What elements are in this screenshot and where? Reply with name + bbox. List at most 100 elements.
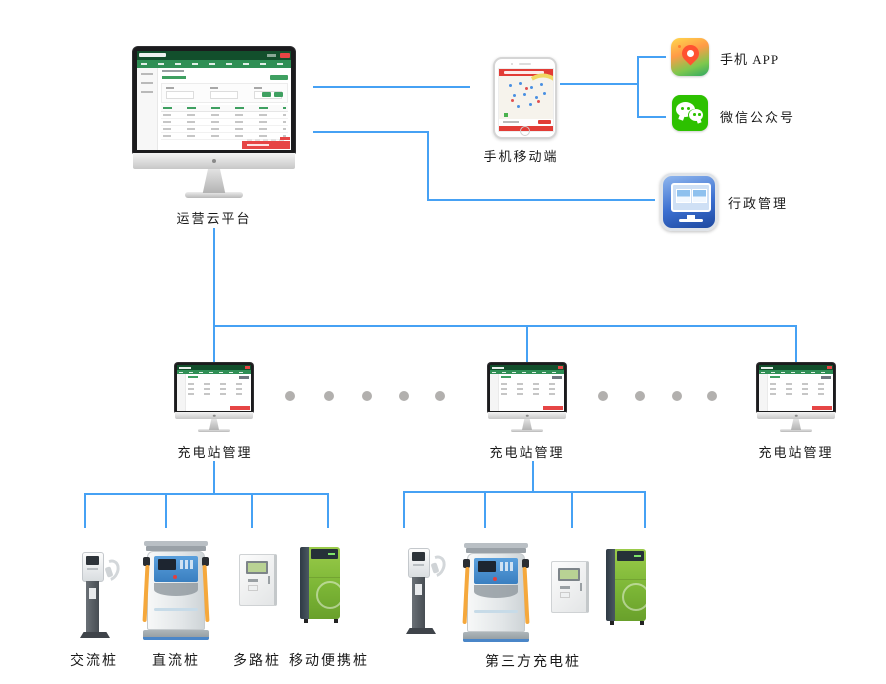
map-pin-app-icon xyxy=(671,38,709,76)
phone-action-button xyxy=(538,120,551,124)
line-cloud-to-admin-v xyxy=(427,131,429,201)
ellipsis-dot xyxy=(285,391,295,401)
g1-drop-4 xyxy=(327,493,329,528)
ellipsis-dot xyxy=(324,391,334,401)
station-ui xyxy=(759,365,833,411)
monitor-screen xyxy=(133,47,295,153)
monitor-base xyxy=(185,192,243,198)
g2-drop-2 xyxy=(484,491,486,528)
cloud-platform-label: 运营云平台 xyxy=(176,211,252,226)
line-cloud-to-admin-h2 xyxy=(427,199,655,201)
g1-drop-1 xyxy=(84,493,86,528)
ac-charging-pile xyxy=(80,552,124,640)
phone-speaker xyxy=(519,63,531,65)
multi-circuit-pile xyxy=(239,554,277,606)
wechat-official-label: 微信公众号 xyxy=(720,110,796,125)
drop-station-1 xyxy=(213,325,215,367)
line-cloud-to-phone xyxy=(313,86,470,88)
admin-ui-user-area xyxy=(267,54,276,57)
admin-ui-logo xyxy=(139,53,166,57)
mobile-terminal-label: 手机移动端 xyxy=(483,149,559,164)
ac-pile-label: 交流桩 xyxy=(70,654,118,669)
dc-charging-pile xyxy=(142,541,210,640)
station-ui xyxy=(177,365,251,411)
admin-ui-table-header xyxy=(161,105,288,112)
admin-ui-top-alert xyxy=(280,53,290,58)
admin-ui-topbar xyxy=(137,51,291,60)
station-label-1: 充电站管理 xyxy=(177,445,253,460)
admin-ui-section-title xyxy=(162,76,186,79)
bracket-vertical xyxy=(637,56,639,118)
dc-charging-pile xyxy=(462,543,530,642)
admin-ui-table-row xyxy=(161,112,288,119)
station-label-3: 充电站管理 xyxy=(758,445,834,460)
ac-charging-pile xyxy=(406,548,450,636)
ellipsis-dot xyxy=(707,391,717,401)
g2-bus xyxy=(403,491,646,493)
drop-station-3 xyxy=(795,325,797,365)
station-label-2: 充电站管理 xyxy=(489,445,565,460)
mobile-phone xyxy=(493,57,557,139)
admin-monitor-icon xyxy=(660,173,718,231)
admin-ui-table-row xyxy=(161,119,288,126)
dc-pile-label: 直流桩 xyxy=(152,654,200,669)
wechat-icon xyxy=(672,95,708,131)
monitor-stand xyxy=(202,169,226,193)
admin-ui-sidebar xyxy=(137,68,158,150)
apple-logo-icon xyxy=(212,159,216,163)
station-monitor-1 xyxy=(175,363,253,432)
ellipsis-dot xyxy=(435,391,445,401)
portable-pile-label: 移动便携桩 xyxy=(289,654,369,669)
phone-list-strip xyxy=(499,119,553,126)
g2-drop-1 xyxy=(403,491,405,528)
portable-charging-pile xyxy=(300,547,340,623)
third-party-pile-label: 第三方充电桩 xyxy=(485,655,581,670)
station-ui xyxy=(490,365,564,411)
admin-ui-navbar xyxy=(137,60,291,68)
station-monitor-2 xyxy=(488,363,566,432)
ellipsis-dot xyxy=(362,391,372,401)
g2-stem xyxy=(532,461,534,492)
phone-screen-map-app xyxy=(498,68,554,132)
phone-app-header xyxy=(499,69,553,76)
g1-drop-3 xyxy=(251,493,253,528)
line-cloud-down xyxy=(213,228,215,326)
admin-ui-primary-button xyxy=(270,75,288,80)
phone-home-button xyxy=(520,126,530,136)
admin-icon-screen xyxy=(671,183,711,212)
multi-circuit-pile xyxy=(551,561,589,613)
station-monitor-3 xyxy=(757,363,835,432)
admin-ui-breadcrumb xyxy=(162,70,184,72)
monitor-chin xyxy=(133,153,295,169)
ellipsis-dot xyxy=(598,391,608,401)
phone-app-label: 手机 APP xyxy=(720,52,780,67)
phone-camera xyxy=(511,63,513,65)
cloud-platform-monitor xyxy=(133,47,295,198)
admin-ui-content xyxy=(158,68,291,150)
map-marker-green xyxy=(504,113,508,117)
ellipsis-dot xyxy=(399,391,409,401)
admin-ui-table-row xyxy=(161,126,288,133)
station-bus-line xyxy=(213,325,797,327)
g2-drop-4 xyxy=(644,491,646,528)
admin-web-ui xyxy=(137,51,291,150)
line-phone-to-bracket xyxy=(560,83,638,85)
g1-bus xyxy=(84,493,329,495)
drop-station-2 xyxy=(526,325,528,367)
admin-ui-alert-tab xyxy=(280,137,290,140)
admin-ui-filter-panel xyxy=(161,83,288,103)
admin-ui-alert-banner xyxy=(242,141,290,149)
location-pin-icon xyxy=(678,41,703,66)
g1-drop-2 xyxy=(165,493,167,528)
admin-mgmt-label: 行政管理 xyxy=(728,196,789,211)
stub-to-app-icon xyxy=(637,56,666,58)
g2-drop-3 xyxy=(571,491,573,528)
ellipsis-dot xyxy=(635,391,645,401)
portable-charging-pile xyxy=(606,549,646,625)
line-cloud-to-admin-h1 xyxy=(313,131,429,133)
phone-search-bar xyxy=(504,71,544,74)
stub-to-wechat-icon xyxy=(637,116,666,118)
admin-ui-table-row xyxy=(161,133,288,140)
multi-pile-label: 多路桩 xyxy=(233,654,281,669)
